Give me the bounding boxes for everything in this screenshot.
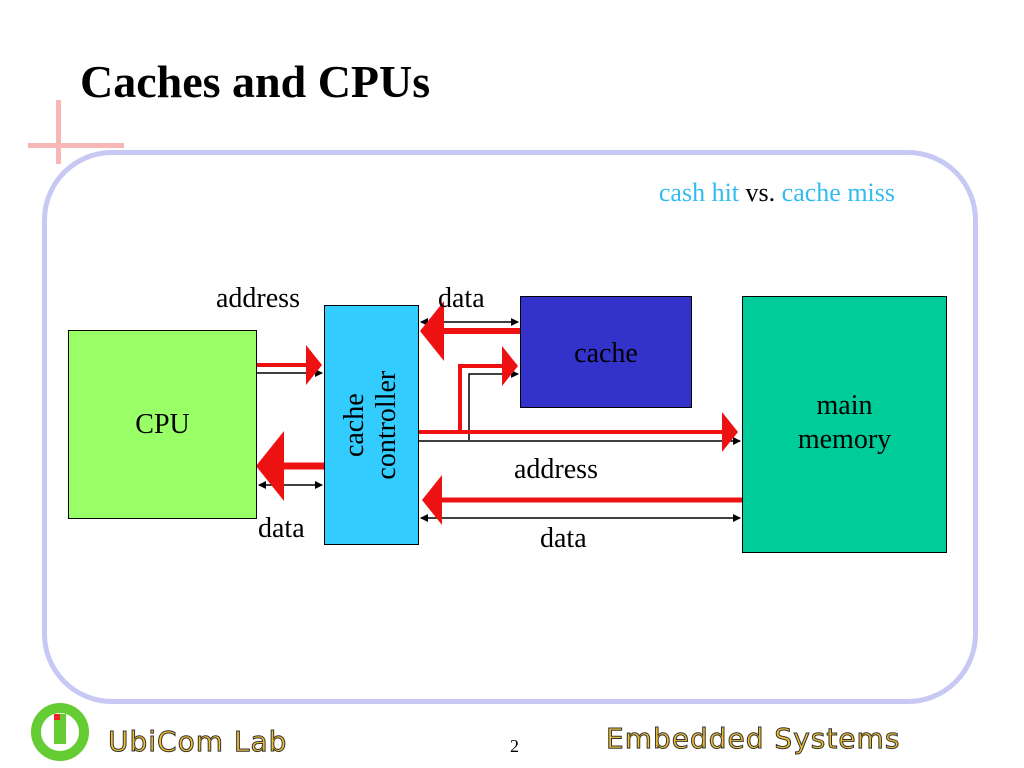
cache-address-wire xyxy=(468,370,519,440)
cache-address-highlight-arrow xyxy=(458,346,518,432)
cpu-block: CPU xyxy=(68,330,257,519)
footer-lab-name: UbiCom Lab xyxy=(107,725,288,759)
page-number: 2 xyxy=(510,736,519,756)
subtitle-cache-hit: cash hit xyxy=(658,178,740,207)
content-frame xyxy=(42,150,978,704)
cache-data-label: data xyxy=(438,283,485,314)
decorative-cross-horizontal xyxy=(28,143,124,148)
main-memory-block: main memory xyxy=(742,296,947,553)
cache-block: cache xyxy=(520,296,692,408)
slide-subtitle: cash hit vs. cache miss xyxy=(659,178,895,208)
cache-controller-label: cache controller xyxy=(339,370,403,480)
memory-address-label: address xyxy=(514,454,598,485)
decorative-cross-vertical xyxy=(56,100,61,164)
ubicom-logo-icon xyxy=(31,703,89,761)
cpu-address-label: address xyxy=(216,283,300,314)
slide-title: Caches and CPUs xyxy=(80,56,431,107)
cache-controller-block: cache controller xyxy=(324,305,419,545)
cpu-data-label: data xyxy=(258,513,305,544)
subtitle-cache-miss: cache miss xyxy=(781,178,895,207)
footer-course-name: Embedded Systems xyxy=(605,722,901,756)
subtitle-vs: vs. xyxy=(739,178,782,207)
memory-data-label: data xyxy=(540,523,587,554)
